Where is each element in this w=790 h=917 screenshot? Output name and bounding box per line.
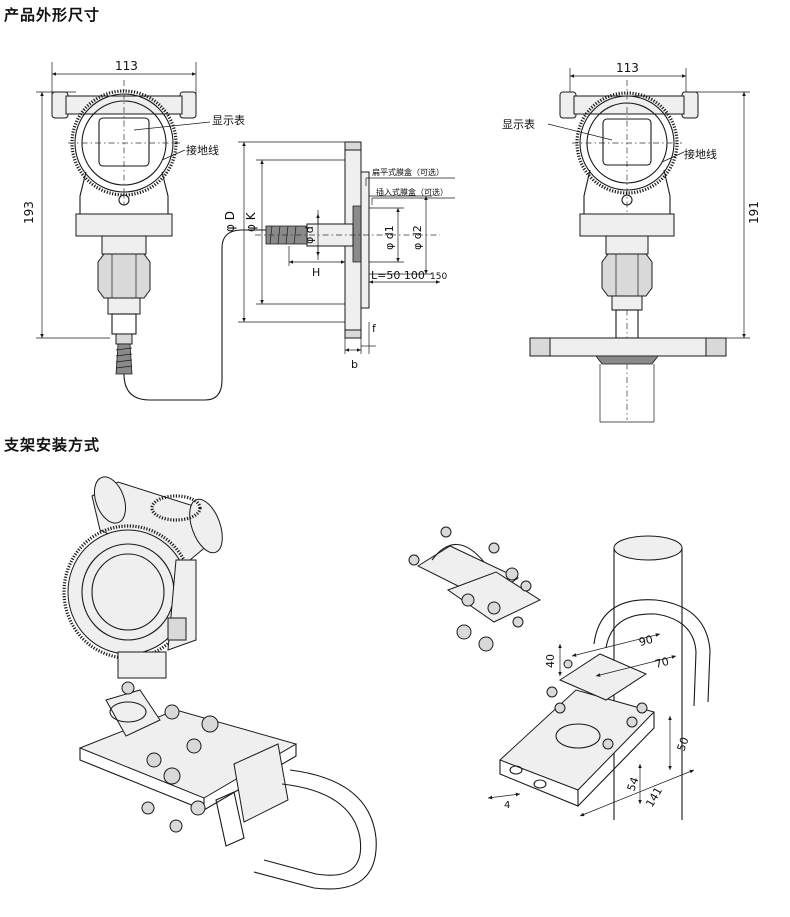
bracket-exploded-drawing bbox=[408, 526, 711, 820]
bracket-dim-141: 141 bbox=[643, 785, 665, 810]
left-dimension-labels: 113 193 显示表 接地线 bbox=[22, 59, 245, 224]
left-ground-label: 接地线 bbox=[186, 143, 219, 157]
left-transmitter-drawing bbox=[36, 62, 272, 401]
bracket-dim-40: 40 bbox=[544, 654, 557, 668]
length-dim: L=50 100 bbox=[371, 269, 425, 282]
right-transmitter-drawing bbox=[529, 68, 750, 423]
length-alt-dim: 150 bbox=[430, 272, 447, 282]
left-width-dim: 113 bbox=[115, 59, 138, 73]
section-title-dimensions: 产品外形尺寸 bbox=[4, 6, 101, 24]
f-dim: f bbox=[372, 322, 377, 335]
phi-d2-dim: φ d2 bbox=[411, 225, 424, 250]
right-dimension-labels: 113 191 显示表 接地线 bbox=[502, 61, 761, 224]
mounting-assembly-drawing bbox=[62, 476, 377, 890]
phi-small-d-dim: φ d bbox=[303, 226, 316, 244]
bracket-dim-54: 54 bbox=[625, 775, 642, 793]
phi-d1-dim: φ d1 bbox=[383, 225, 396, 250]
insert-diaphragm-note: 插入式膜盒（可选） bbox=[376, 187, 448, 197]
flange-dimension-labels: φ D φ K φ d H φ d1 φ d2 扁平式膜盒（可选） 插入式膜盒（… bbox=[223, 167, 448, 371]
bracket-dim-50: 50 bbox=[675, 735, 692, 753]
right-ground-label: 接地线 bbox=[684, 147, 717, 161]
flush-diaphragm-note: 扁平式膜盒（可选） bbox=[372, 167, 444, 177]
bracket-dim-70: 70 bbox=[654, 655, 671, 671]
bracket-dim-90: 90 bbox=[638, 633, 655, 649]
left-height-dim: 193 bbox=[22, 201, 36, 224]
right-width-dim: 113 bbox=[616, 61, 639, 75]
section-title-mounting: 支架安装方式 bbox=[4, 436, 101, 454]
flange-detail-drawing bbox=[238, 141, 455, 354]
left-display-label: 显示表 bbox=[212, 113, 245, 127]
right-height-dim: 191 bbox=[747, 201, 761, 224]
b-dim: b bbox=[351, 358, 358, 371]
phi-k-dim: φ K bbox=[244, 211, 258, 232]
phi-d-dim: φ D bbox=[223, 211, 237, 232]
h-dim: H bbox=[312, 266, 320, 279]
right-display-label: 显示表 bbox=[502, 117, 535, 131]
bracket-dim-4: 4 bbox=[504, 800, 510, 811]
